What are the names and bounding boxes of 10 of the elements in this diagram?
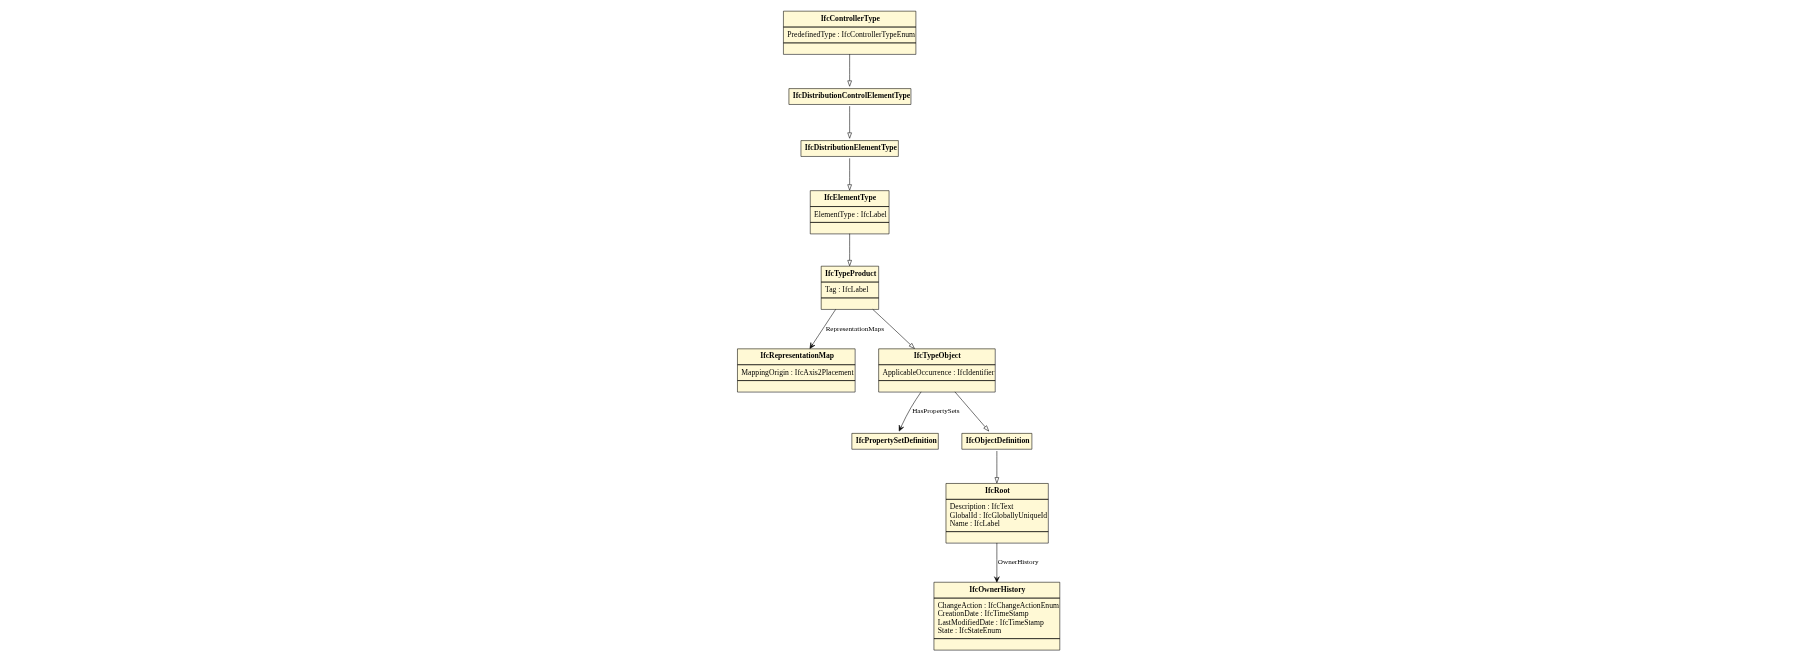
arrow	[809, 309, 836, 349]
arrow	[847, 105, 852, 139]
arrow	[898, 391, 922, 432]
arrow	[954, 391, 990, 432]
arrow	[847, 233, 852, 267]
arrow	[847, 158, 852, 191]
arrow	[872, 309, 915, 349]
arrow	[994, 450, 1000, 484]
arrow	[847, 54, 852, 87]
arrow	[994, 542, 1000, 583]
